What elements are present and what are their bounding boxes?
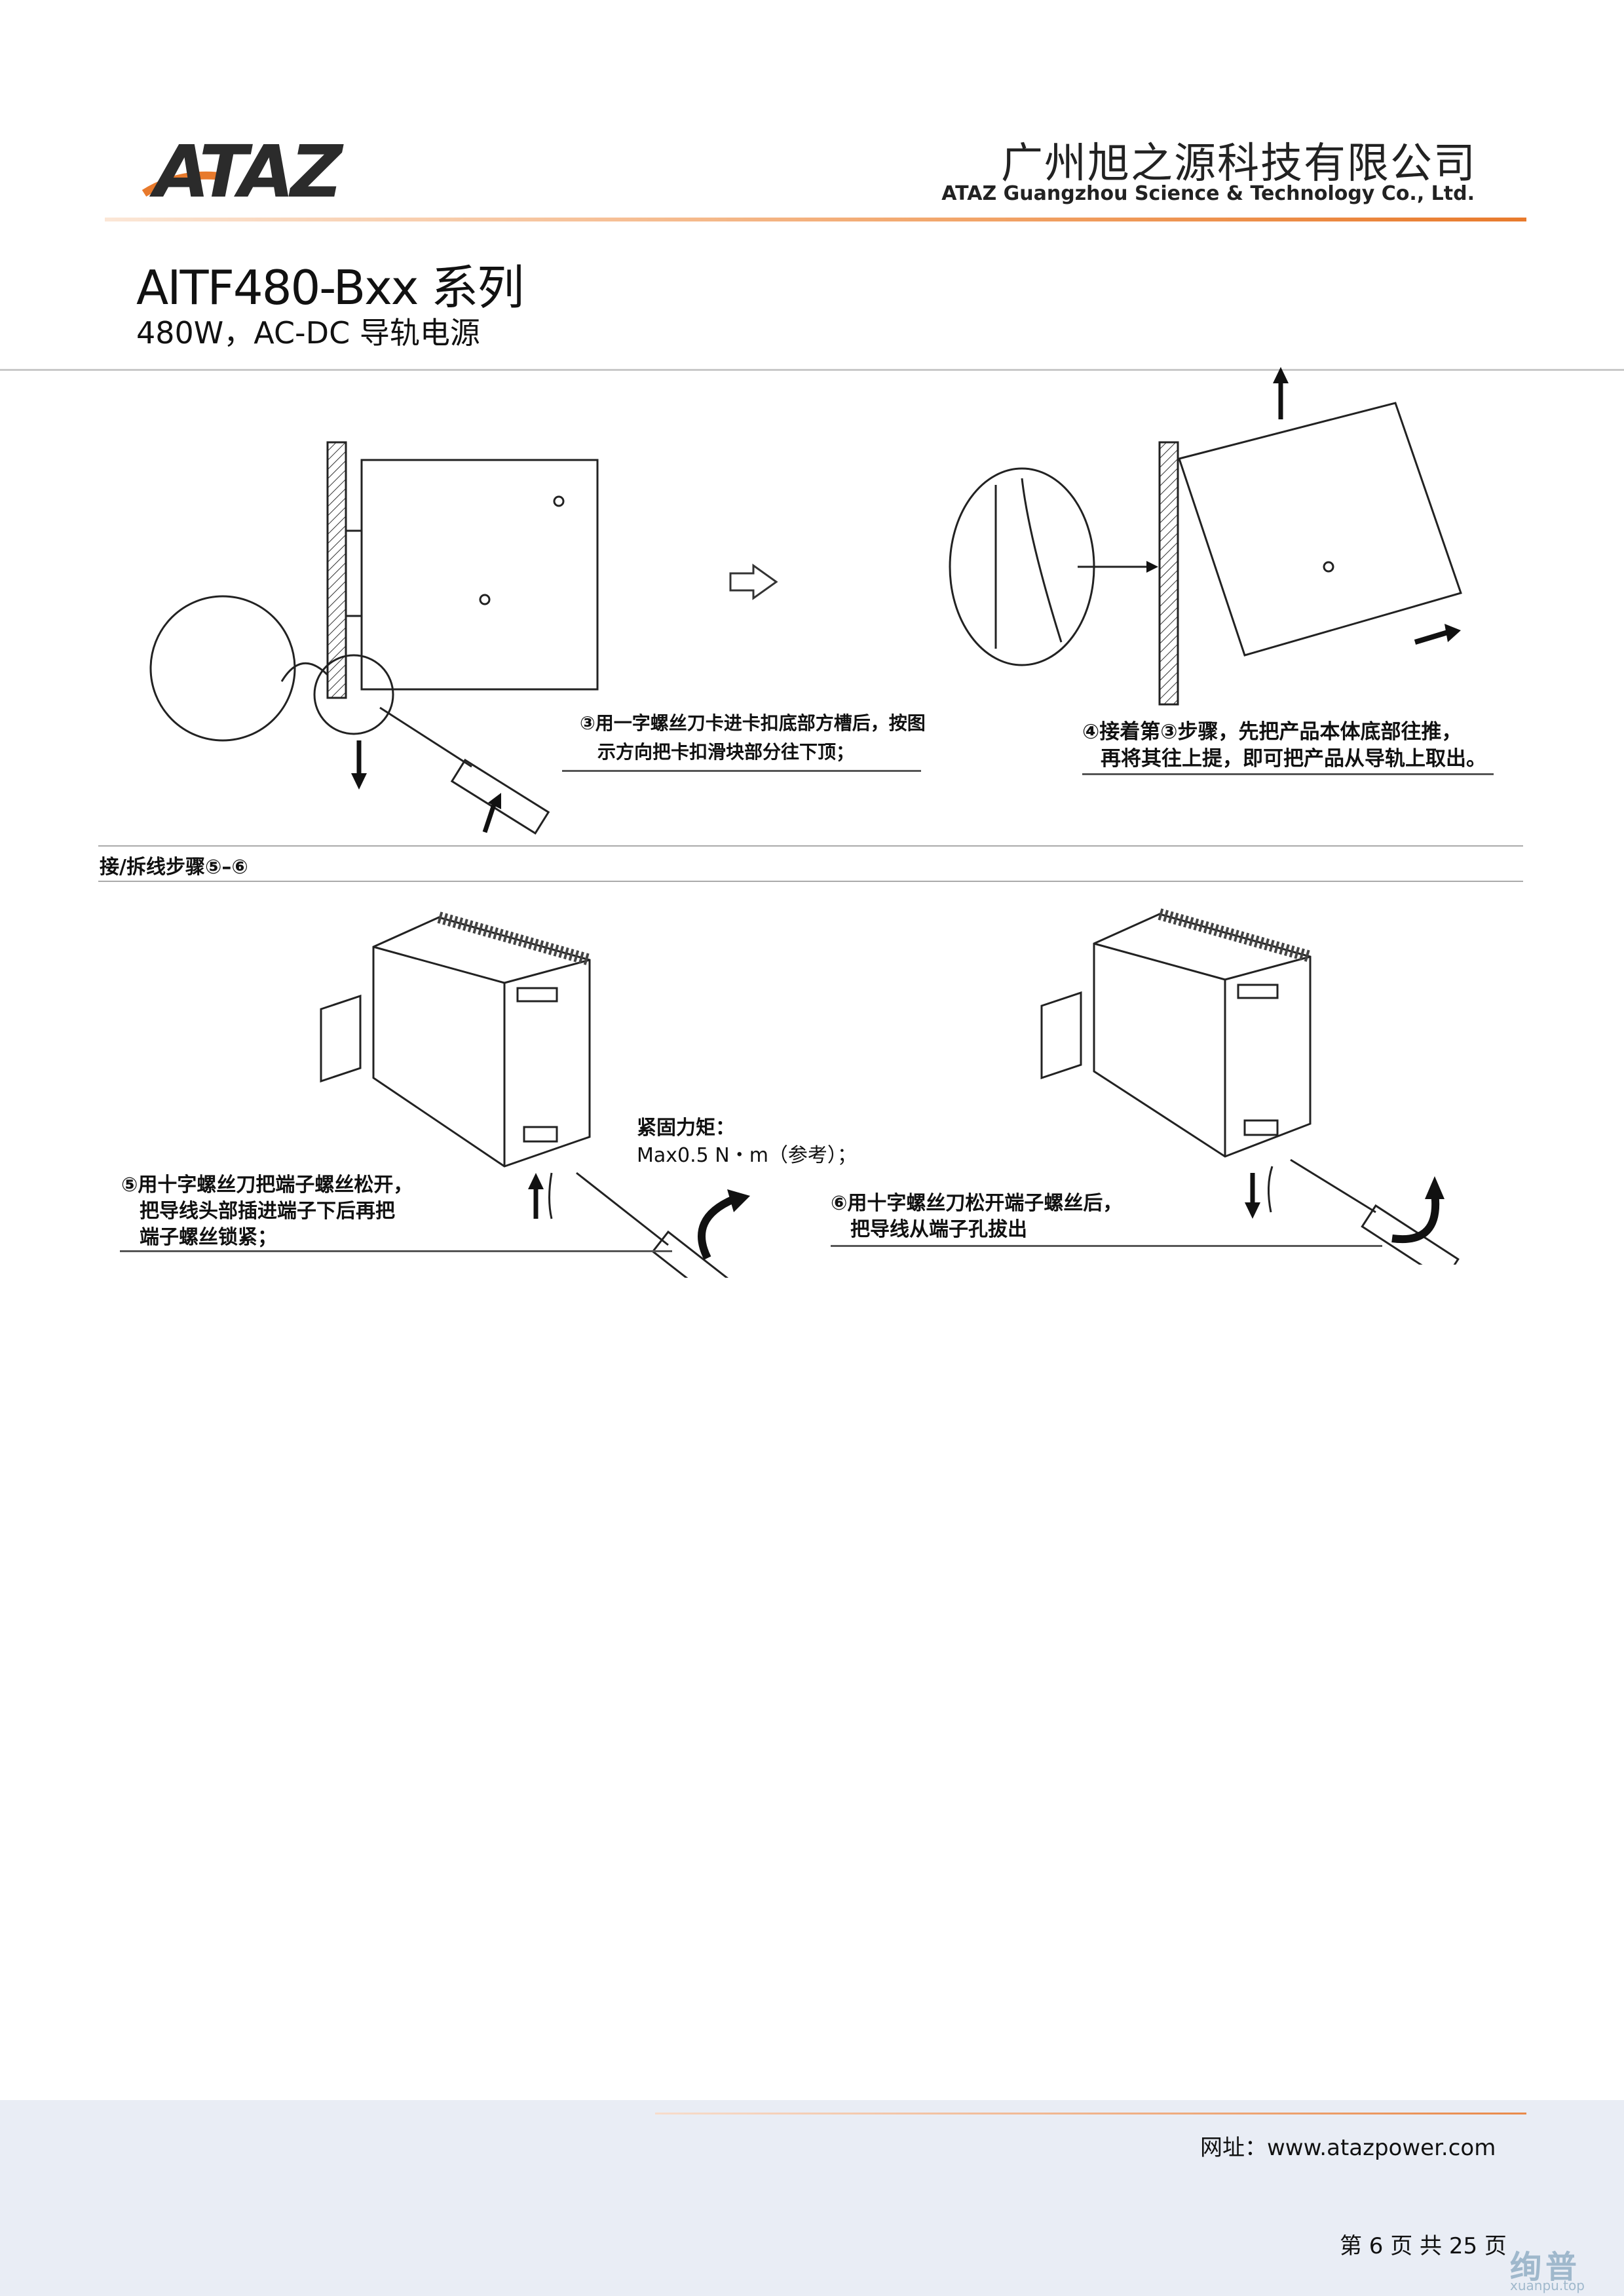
company-name-cn: 广州旭之源科技有限公司 <box>1001 140 1477 188</box>
product-subtitle: 480W，AC-DC 导轨电源 <box>136 315 480 351</box>
step4-underline <box>1082 773 1494 775</box>
step4-line2: 再将其往上提，即可把产品从导轨上取出。 <box>1101 747 1486 771</box>
page-number: 第 6 页 共 25 页 <box>1340 2233 1507 2259</box>
step3-diagram <box>149 441 599 835</box>
step3-line1: ③用一字螺丝刀卡进卡扣底部方槽后，按图 <box>580 712 926 734</box>
step3-underline <box>562 770 921 772</box>
step6-line2: 把导线从端子孔拔出 <box>850 1218 1027 1241</box>
title-divider <box>0 369 1624 371</box>
section-divider-top <box>98 845 1523 847</box>
step6-underline <box>831 1245 1382 1247</box>
watermark-sub: xuanpu.top <box>1510 2278 1585 2293</box>
header-divider <box>105 218 1526 221</box>
website-link[interactable]: 网址：www.atazpower.com <box>1200 2135 1496 2161</box>
section-divider-bottom <box>98 881 1523 882</box>
footer-divider <box>655 2113 1526 2114</box>
footer <box>0 2100 1624 2296</box>
step4-line1: ④接着第③步骤，先把产品本体底部往推， <box>1082 720 1462 744</box>
watermark: 绚普 <box>1510 2249 1581 2286</box>
step5-line3: 端子螺丝锁紧； <box>140 1226 277 1249</box>
step5-underline <box>120 1250 672 1252</box>
step6-line1: ⑥用十字螺丝刀松开端子螺丝后， <box>831 1192 1123 1215</box>
company-name-en: ATAZ Guangzhou Science & Technology Co.,… <box>941 182 1475 205</box>
section-label: 接/拆线步骤⑤–⑥ <box>100 856 248 879</box>
step5-line1: ⑤用十字螺丝刀把端子螺丝松开， <box>121 1174 413 1196</box>
step6-diagram <box>1040 908 1460 1265</box>
step5-diagram <box>320 911 750 1278</box>
step5-line2: 把导线头部插进端子下后再把 <box>140 1200 395 1223</box>
svg-text:ATAZ: ATAZ <box>149 131 344 206</box>
next-arrow-icon <box>729 564 778 600</box>
ataz-logo: ATAZ <box>142 131 348 206</box>
step4-diagram <box>949 367 1462 706</box>
product-title: AITF480-Bxx 系列 <box>136 260 524 315</box>
torque-label: 紧固力矩： <box>637 1117 735 1139</box>
step3-line2: 示方向把卡扣滑块部分往下顶； <box>597 741 855 763</box>
torque-value: Max0.5 N・m（参考）； <box>637 1144 857 1167</box>
